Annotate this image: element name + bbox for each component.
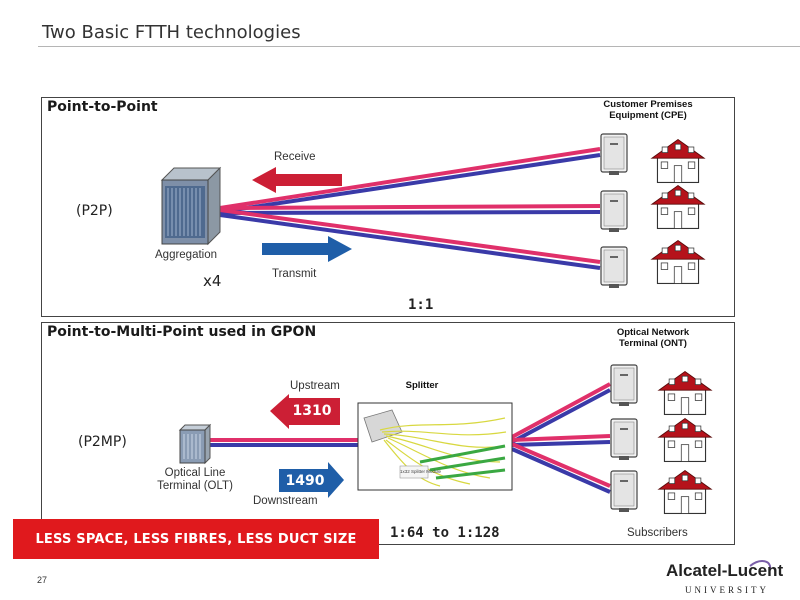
logo-name: Alcatel-Lucent: [666, 561, 784, 580]
aggregation-rack: [160, 166, 222, 246]
ont-label: Optical Network Terminal (ONT): [593, 327, 713, 349]
logo-mark: [749, 560, 772, 571]
splitter-caption: 1x32 Splitter Module: [400, 469, 442, 474]
summary-banner: LESS SPACE, LESS FIBRES, LESS DUCT SIZE: [13, 519, 379, 559]
house-icon-3: [651, 239, 705, 285]
ont-device-3: [610, 470, 638, 512]
transmit-label: Transmit: [272, 268, 317, 280]
ont-label-line2: Terminal (ONT): [619, 338, 687, 349]
cpe-label: Customer Premises Equipment (CPE): [588, 99, 708, 121]
cpe-device-2: [600, 190, 628, 232]
transmit-arrow: [262, 236, 352, 262]
ont-device-2: [610, 418, 638, 460]
aggregation-label: Aggregation: [155, 249, 218, 261]
cpe-label-line2: Equipment (CPE): [609, 110, 687, 121]
olt-label: Optical Line Terminal (OLT): [150, 467, 240, 493]
p2mp-trunk-fibre: [210, 438, 358, 447]
upstream-label: Upstream: [290, 380, 340, 392]
ont-device-1: [610, 364, 638, 406]
cpe-label-line1: Customer Premises: [603, 99, 693, 110]
olt-label-line1: Optical Line: [164, 467, 226, 479]
p2p-heading: Point-to-Point: [47, 99, 158, 115]
title-divider: [38, 46, 800, 47]
logo-subtitle: UNIVERSITY: [685, 585, 769, 595]
receive-arrow: [252, 167, 342, 193]
house-icon-6: [658, 469, 712, 515]
olt-device: [178, 423, 212, 465]
p2p-mode-label: (P2P): [76, 203, 113, 219]
p2mp-mode-label: (P2MP): [78, 434, 127, 450]
house-icon-4: [658, 370, 712, 416]
p2p-multiplier: x4: [203, 272, 222, 290]
upstream-wavelength: 1310: [292, 403, 332, 419]
splitter-module: [357, 402, 513, 491]
ont-label-line1: Optical Network: [616, 327, 690, 338]
slide-title: Two Basic FTTH technologies: [42, 22, 301, 43]
page-number: 27: [37, 575, 48, 585]
p2p-ratio: 1:1: [408, 297, 434, 313]
p2mp-heading: Point-to-Multi-Point used in GPON: [47, 324, 317, 340]
house-icon-1: [651, 138, 705, 184]
downstream-wavelength: 1490: [285, 473, 325, 489]
house-icon-5: [658, 417, 712, 463]
cpe-device-3: [600, 246, 628, 288]
downstream-label: Downstream: [253, 495, 318, 507]
p2p-fibres: [219, 147, 601, 270]
p2mp-drop-fibres: [511, 382, 611, 494]
downstream-arrow: [279, 462, 344, 498]
receive-label: Receive: [274, 151, 316, 163]
upstream-arrow: [270, 394, 340, 429]
cpe-device-1: [600, 133, 628, 175]
splitter-label: Splitter: [405, 380, 439, 391]
house-icon-2: [651, 184, 705, 230]
olt-label-line2: Terminal (OLT): [157, 480, 233, 492]
p2mp-ratio: 1:64 to 1:128: [390, 525, 500, 541]
subscribers-label: Subscribers: [627, 527, 688, 539]
